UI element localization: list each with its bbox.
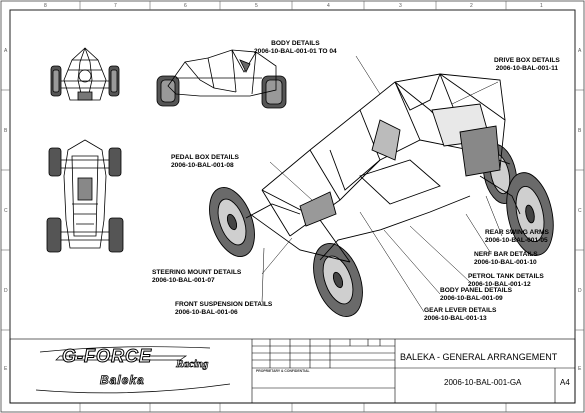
zone-label-a-right: A [578,48,582,54]
callout-title: STEERING MOUNT DETAILS [152,269,242,276]
callout-body-panel: BODY PANEL DETAILS 2006-10-BAL-001-09 [440,287,512,303]
callout-title: DRIVE BOX DETAILS [494,57,560,64]
zone-number-1: 1 [540,3,543,9]
wheel-front-left [209,187,255,257]
callout-ref: 2006-10-BAL-001-01 TO 04 [254,48,337,55]
zone-label-e: E [4,366,8,372]
callout-title: PEDAL BOX DETAILS [171,154,239,161]
callout-pedal-box: PEDAL BOX DETAILS 2006-10-BAL-001-08 [171,154,239,170]
zone-number-5: 5 [255,3,258,9]
callout-title: NERF BAR DETAILS [474,251,538,258]
callout-ref: 2006-10-BAL-001-12 [468,281,531,288]
logo-gforce: G-FORCE [62,346,152,367]
callout-ref: 2006-10-BAL-001-11 [495,65,559,72]
zone-label-a: A [4,48,8,54]
zone-number-2: 2 [470,3,473,9]
zone-number-7: 7 [114,3,117,9]
callout-ref: 2006-10-BAL-001-06 [175,309,238,316]
zone-label-c: C [4,208,8,214]
zone-number-8: 8 [44,3,47,9]
zone-label-d: D [4,288,8,294]
callout-title: GEAR LEVER DETAILS [424,307,497,314]
callout-ref: 2006-10-BAL-001-13 [424,315,487,322]
callout-ref: 2006-10-BAL-001-07 [152,277,215,284]
zone-label-b: B [4,128,8,134]
callout-ref: 2006-10-BAL-001-05 [485,237,548,244]
logo-racing: Racing [176,358,209,371]
logo-baleka: Baleka [100,373,145,388]
drawing-title: BALEKA - GENERAL ARRANGEMENT [400,352,558,362]
leader-lines [261,55,503,313]
drawing-number: 2006-10-BAL-001-GA [444,378,522,387]
zone-label-c-right: C [578,208,582,214]
callout-title: REAR SWING ARMS [485,229,549,236]
callout-title: PETROL TANK DETAILS [468,273,544,280]
top-view [46,139,124,253]
isometric-view [209,73,554,317]
callout-ref: 2006-10-BAL-001-10 [474,259,537,266]
logo-swoosh [35,346,231,394]
sheet-size: A4 [560,378,570,387]
callout-ref: 2006-10-BAL-001-09 [440,295,503,302]
callout-title: BODY PANEL DETAILS [440,287,513,294]
proprietary-label: PROPRIETARY & CONFIDENTIAL [256,369,310,373]
wheel-rear-right [506,172,554,256]
zone-number-6: 6 [184,3,187,9]
callout-drive-box: DRIVE BOX DETAILS 2006-10-BAL-001-11 [494,57,560,73]
callout-body-details: BODY DETAILS 2006-10-BAL-001-01 TO 04 [254,40,337,56]
zone-label-b-right: B [578,128,582,134]
zone-number-4: 4 [327,3,330,9]
callout-front-suspension: FRONT SUSPENSION DETAILS 2006-10-BAL-001… [175,301,272,317]
callout-title: BODY DETAILS [271,40,320,47]
zone-label-d-right: D [578,288,582,294]
zone-label-e-right: E [578,366,582,372]
front-view [50,47,120,101]
callout-nerf-bar: NERF BAR DETAILS 2006-10-BAL-001-10 [474,251,538,267]
zone-number-3: 3 [399,3,402,9]
callout-steering-mount: STEERING MOUNT DETAILS 2006-10-BAL-001-0… [152,269,241,285]
callout-title: FRONT SUSPENSION DETAILS [175,301,273,308]
callout-ref: 2006-10-BAL-001-08 [171,162,234,169]
title-block-frame [9,338,576,404]
callout-petrol-tank: PETROL TANK DETAILS 2006-10-BAL-001-12 [468,273,544,289]
callout-rear-swing-arms: REAR SWING ARMS 2006-10-BAL-001-05 [485,229,549,245]
side-view [156,49,287,109]
callout-gear-lever: GEAR LEVER DETAILS 2006-10-BAL-001-13 [424,307,496,323]
